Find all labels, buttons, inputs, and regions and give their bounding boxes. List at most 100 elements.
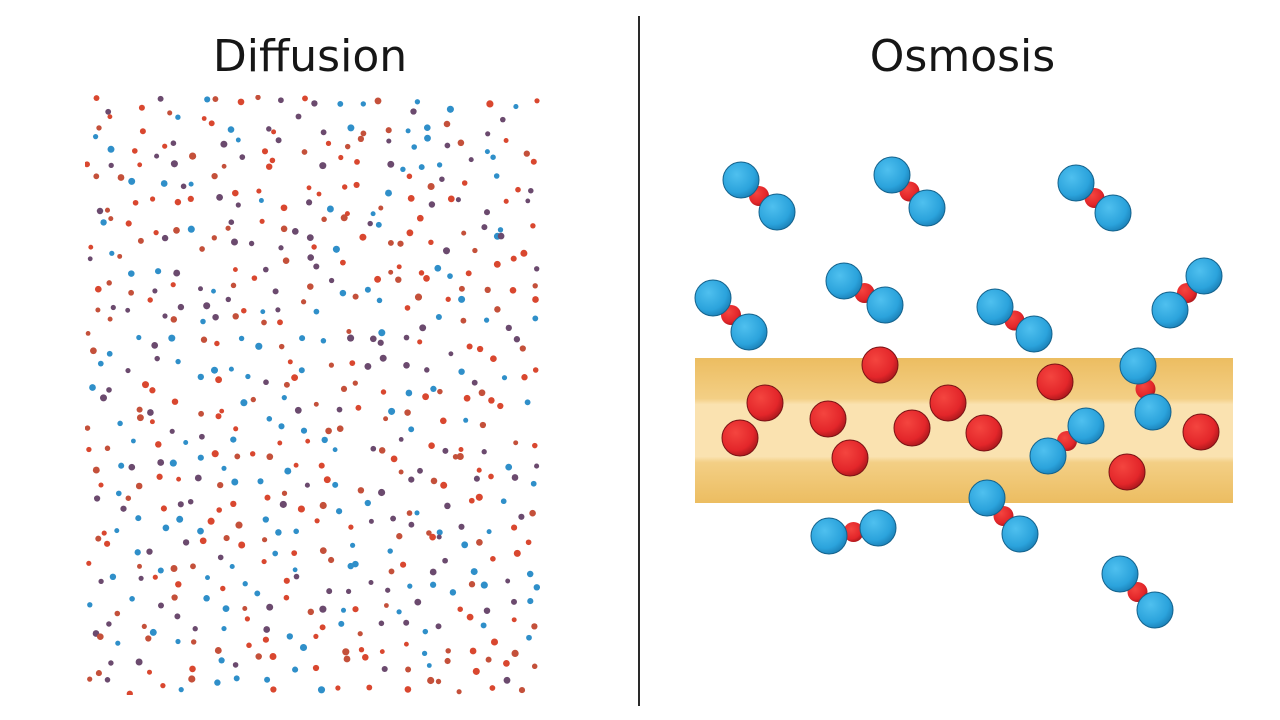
diffusion-particle	[271, 129, 277, 135]
diffusion-particle	[291, 228, 299, 235]
diffusion-particle	[423, 275, 430, 282]
diffusion-particle	[419, 324, 427, 332]
diffusion-particle	[188, 181, 194, 187]
diffusion-particle	[305, 438, 311, 444]
diffusion-particle	[93, 95, 100, 102]
diffusion-particle	[378, 329, 386, 337]
diffusion-particle	[407, 583, 413, 589]
diffusion-particle	[227, 126, 235, 133]
diffusion-particle	[294, 406, 302, 414]
diffusion-particle	[269, 653, 277, 660]
diffusion-particle	[141, 623, 147, 629]
diffusion-particle	[208, 120, 215, 127]
diffusion-particle	[463, 394, 471, 402]
diffusion-particle	[128, 289, 134, 296]
diffusion-particle	[211, 172, 218, 180]
diffusion-particle	[215, 413, 222, 420]
diffusion-particle	[515, 186, 521, 193]
diffusion-particle	[378, 447, 386, 454]
diffusion-particle	[460, 317, 467, 324]
diffusion-particle	[232, 662, 239, 668]
diffusion-particle	[92, 133, 99, 140]
diffusion-particle	[153, 229, 159, 236]
solute-molecule	[831, 439, 869, 477]
diffusion-particle	[92, 466, 100, 474]
diffusion-particle	[364, 362, 372, 370]
diffusion-particle	[403, 361, 410, 369]
diffusion-particle	[98, 578, 104, 585]
diffusion-particle	[429, 568, 437, 576]
diffusion-particle	[230, 282, 237, 289]
diffusion-particle	[182, 539, 190, 546]
diffusion-particle	[447, 273, 453, 279]
diffusion-particle	[368, 518, 374, 524]
diffusion-particle	[161, 234, 169, 242]
diffusion-particle	[405, 389, 413, 397]
diffusion-particle	[489, 685, 496, 691]
diffusion-particle	[130, 438, 136, 444]
diffusion-particle	[342, 648, 350, 656]
diffusion-particle	[220, 585, 226, 592]
diffusion-particle	[105, 108, 112, 115]
diffusion-particle	[283, 594, 290, 601]
diffusion-particle	[410, 108, 417, 115]
diffusion-particle	[316, 191, 322, 197]
diffusion-particle	[139, 128, 146, 135]
diffusion-particle	[170, 565, 178, 572]
diffusion-particle	[500, 116, 506, 123]
water-molecule	[968, 479, 1039, 553]
diffusion-particle	[125, 495, 132, 501]
diffusion-particle	[526, 570, 534, 578]
diffusion-particle	[488, 397, 495, 404]
diffusion-particle	[275, 137, 282, 144]
diffusion-particle	[490, 555, 496, 562]
diffusion-particle	[125, 368, 131, 374]
diffusion-particle	[149, 387, 156, 394]
diffusion-particle	[173, 227, 180, 234]
diffusion-particle	[109, 250, 115, 256]
diffusion-particle	[254, 590, 261, 597]
diffusion-particle	[128, 177, 136, 185]
diffusion-particle	[466, 613, 474, 621]
diffusion-particle	[257, 478, 264, 485]
diffusion-particle	[201, 116, 207, 121]
diffusion-particle	[443, 120, 451, 128]
osmosis-diagram	[694, 156, 1233, 629]
diffusion-particle	[385, 587, 391, 593]
diffusion-particle	[442, 557, 448, 564]
diffusion-particle	[405, 666, 412, 673]
diffusion-particle	[387, 239, 394, 246]
diffusion-particle	[160, 682, 166, 689]
diffusion-particle	[405, 128, 411, 134]
diffusion-particle	[175, 358, 181, 365]
hydrogen-atom	[866, 286, 904, 324]
diffusion-particle	[232, 267, 238, 273]
diffusion-particle	[145, 635, 152, 642]
diffusion-particle	[199, 537, 207, 545]
water-molecule	[873, 156, 946, 227]
diffusion-particle	[458, 285, 465, 292]
diffusion-particle	[411, 144, 418, 150]
diffusion-particle	[204, 96, 211, 103]
diffusion-particle	[135, 658, 143, 666]
diffusion-particle	[352, 560, 359, 568]
diffusion-particle	[134, 549, 141, 556]
diffusion-particle	[344, 211, 350, 217]
diffusion-particle	[503, 660, 510, 667]
diffusion-particle	[378, 205, 384, 211]
diffusion-particle	[408, 521, 415, 528]
diffusion-particle	[430, 385, 437, 393]
diffusion-particle	[255, 95, 261, 101]
diffusion-particle	[505, 578, 511, 584]
diffusion-particle	[281, 490, 288, 496]
diffusion-particle	[198, 410, 204, 417]
diffusion-particle	[162, 143, 168, 149]
diffusion-particle	[400, 166, 406, 172]
diffusion-particle	[87, 602, 93, 608]
diffusion-particle	[497, 402, 504, 410]
diffusion-particle	[264, 676, 271, 683]
diffusion-particle	[259, 218, 265, 224]
diffusion-particle	[426, 530, 432, 536]
diffusion-particle	[313, 308, 320, 315]
diffusion-particle	[225, 225, 231, 231]
